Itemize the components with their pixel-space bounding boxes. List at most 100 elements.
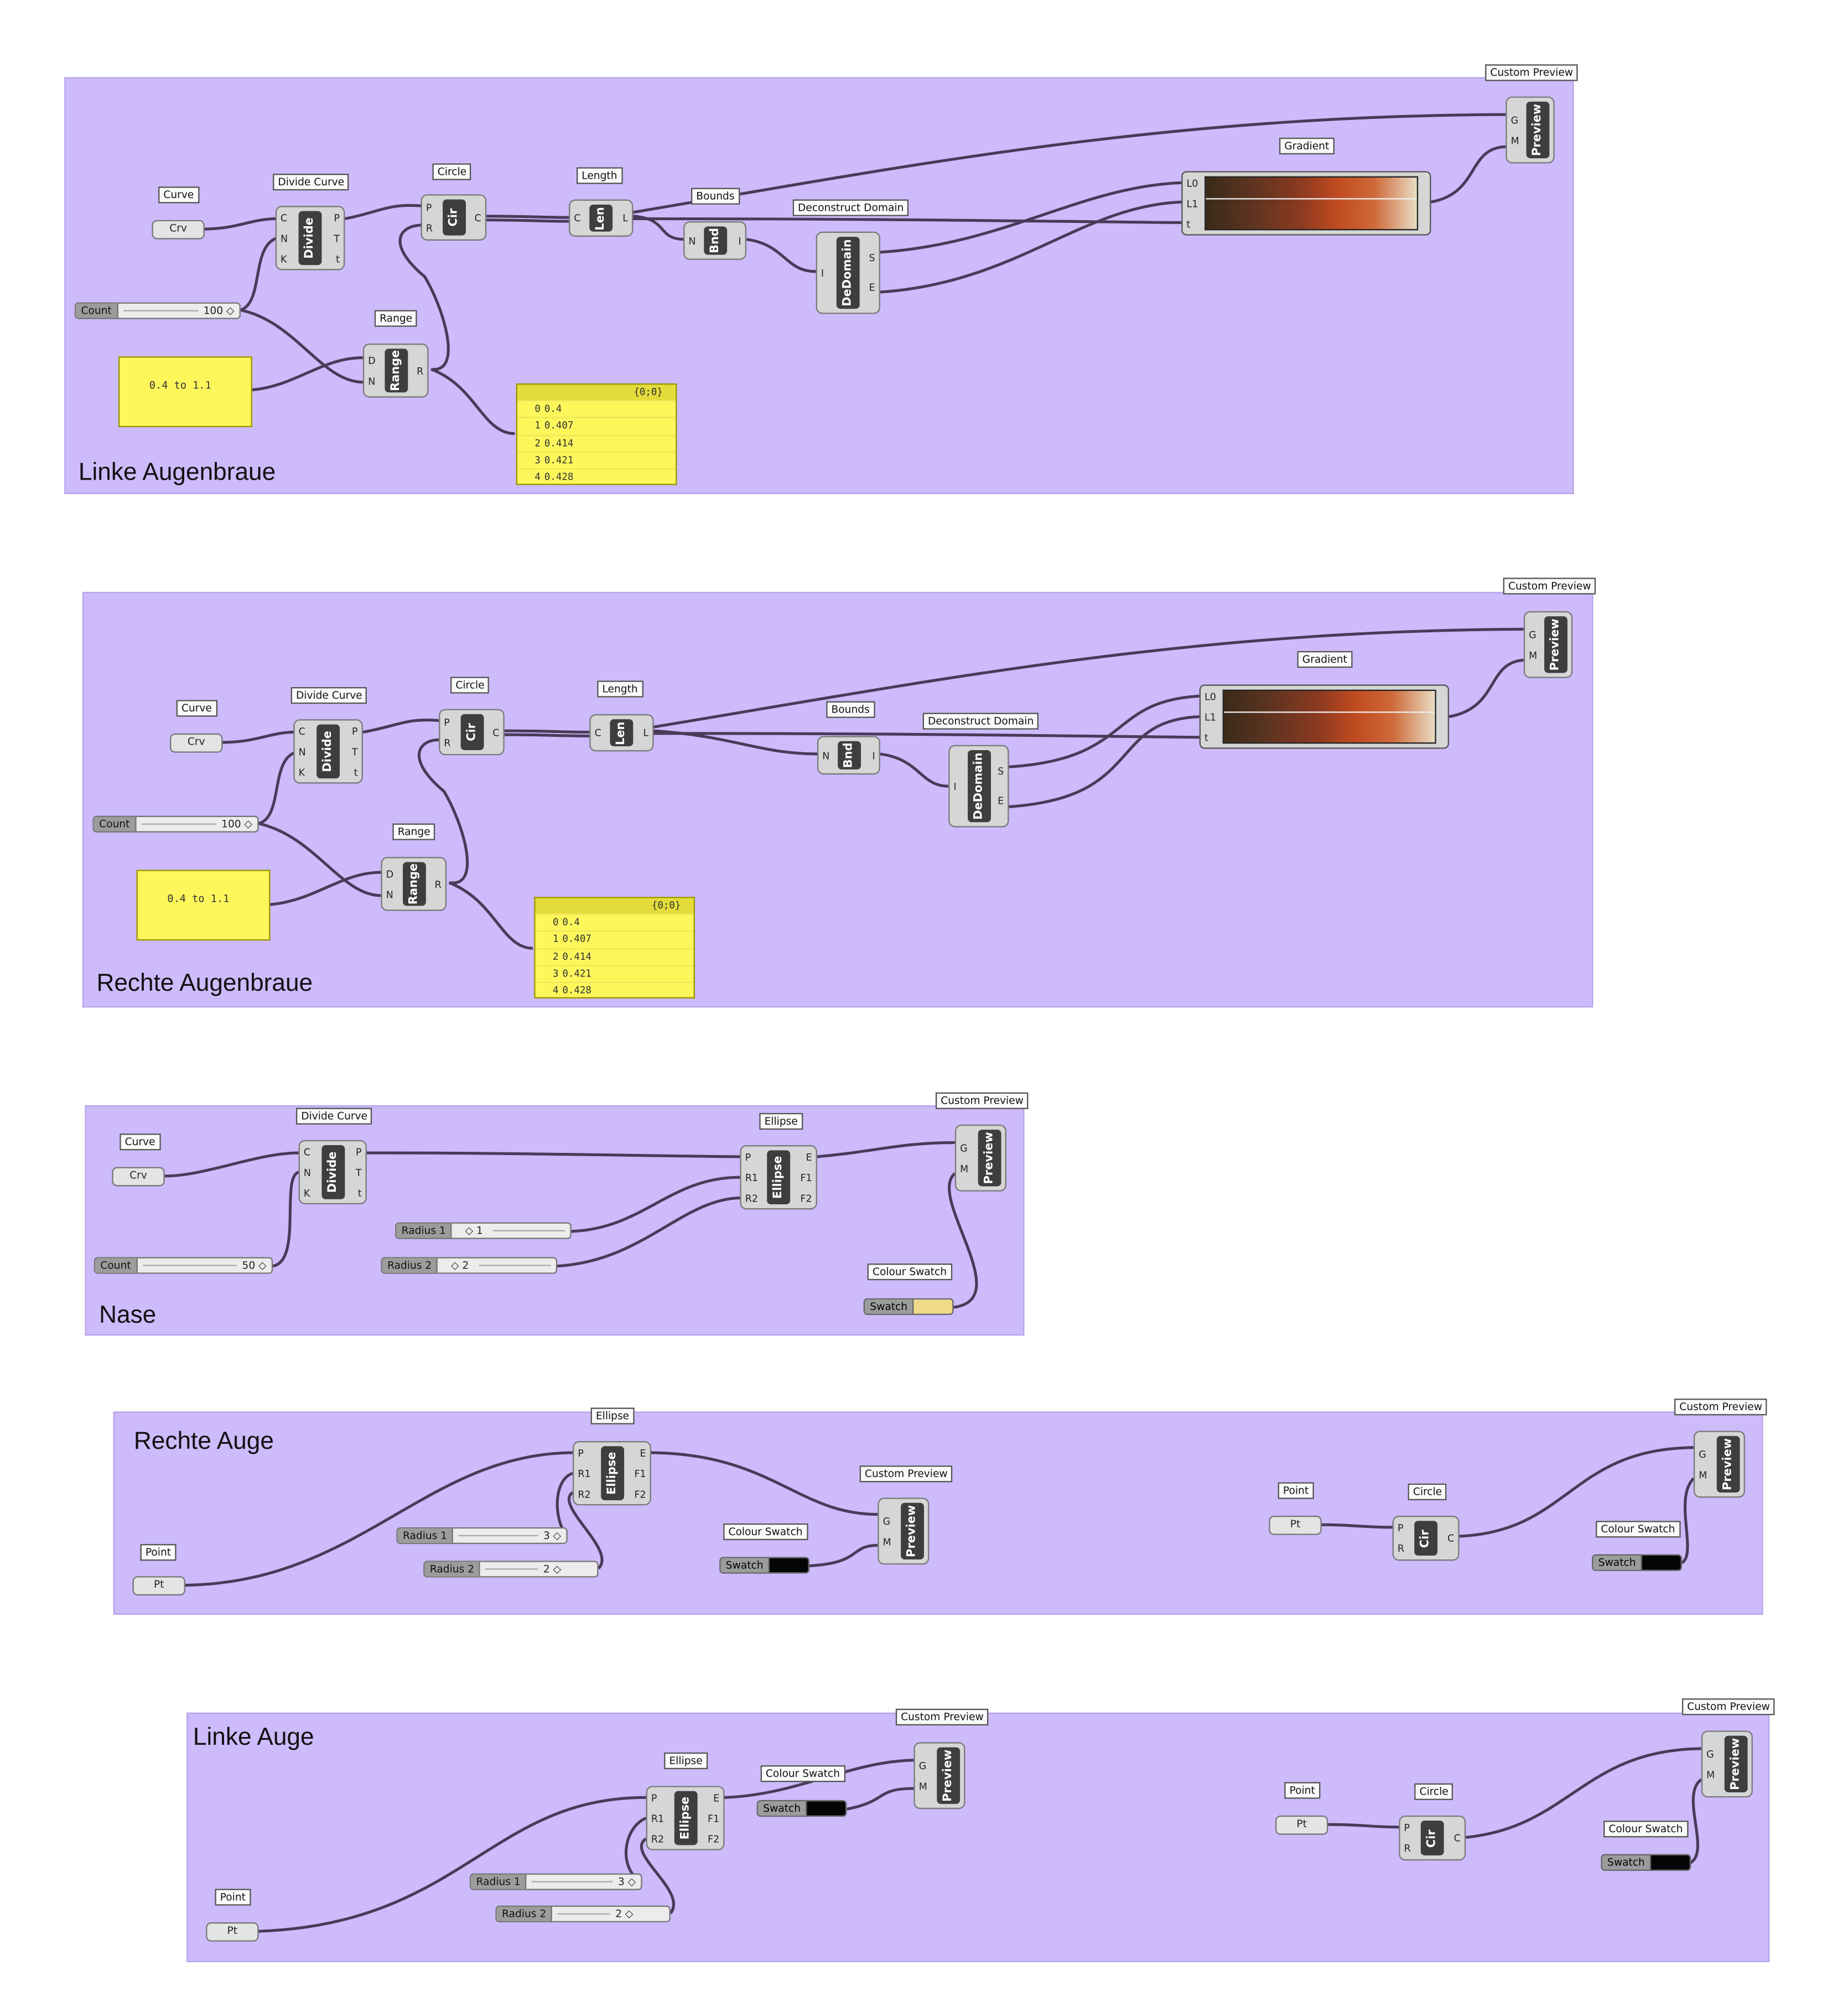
- port-m[interactable]: M: [883, 1535, 891, 1547]
- port-l0[interactable]: L0: [1205, 690, 1216, 702]
- port-m[interactable]: M: [918, 1780, 927, 1792]
- port-m[interactable]: M: [1706, 1768, 1715, 1780]
- range-panel[interactable]: 0.4 to 1.1: [118, 356, 252, 428]
- port-r[interactable]: R: [444, 736, 451, 748]
- port-t[interactable]: t: [336, 253, 340, 264]
- bounds-component[interactable]: N Bnd I: [817, 736, 880, 775]
- port-g[interactable]: G: [1706, 1748, 1714, 1760]
- port-e[interactable]: E: [713, 1791, 720, 1803]
- group-rechte-auge[interactable]: Rechte Auge: [113, 1411, 1763, 1615]
- port-i[interactable]: I: [953, 780, 957, 792]
- length-component[interactable]: C Len L: [569, 199, 634, 237]
- port-e[interactable]: E: [640, 1447, 646, 1459]
- port-f1[interactable]: F1: [708, 1812, 720, 1824]
- port-n[interactable]: N: [281, 232, 288, 244]
- port-r[interactable]: R: [434, 878, 442, 890]
- port-t[interactable]: t: [357, 1187, 362, 1199]
- point-param[interactable]: Pt: [206, 1922, 259, 1942]
- port-r1[interactable]: R1: [651, 1812, 665, 1824]
- port-g[interactable]: G: [918, 1759, 927, 1771]
- port-k[interactable]: K: [303, 1187, 310, 1199]
- curve-param[interactable]: Crv: [170, 733, 223, 753]
- port-c[interactable]: C: [303, 1146, 311, 1158]
- port-p[interactable]: P: [444, 716, 450, 728]
- bounds-component[interactable]: N Bnd I: [683, 221, 747, 260]
- port-f1[interactable]: F1: [634, 1467, 646, 1479]
- port-e[interactable]: E: [869, 282, 875, 294]
- port-t[interactable]: t: [1186, 218, 1191, 230]
- port-n[interactable]: N: [386, 888, 393, 900]
- group-linke-auge[interactable]: Linke Auge: [186, 1712, 1770, 1962]
- port-l1[interactable]: L1: [1205, 711, 1216, 722]
- port-d[interactable]: D: [368, 354, 376, 366]
- gradient-bar[interactable]: [1205, 176, 1419, 231]
- colour-swatch[interactable]: Swatch: [1592, 1554, 1682, 1571]
- point-param[interactable]: Pt: [132, 1576, 185, 1596]
- point-param[interactable]: Pt: [1275, 1815, 1328, 1835]
- colour-swatch[interactable]: Swatch: [756, 1800, 847, 1817]
- port-f1[interactable]: F1: [800, 1171, 812, 1183]
- port-e[interactable]: E: [998, 795, 1004, 807]
- port-r2[interactable]: R2: [651, 1833, 665, 1845]
- port-t-tangent[interactable]: T: [334, 232, 340, 244]
- port-c[interactable]: C: [492, 726, 500, 738]
- port-c[interactable]: C: [298, 725, 305, 737]
- port-i[interactable]: I: [821, 267, 824, 279]
- port-l[interactable]: L: [643, 727, 649, 739]
- port-c[interactable]: C: [1454, 1832, 1461, 1844]
- curve-param[interactable]: Crv: [152, 220, 205, 240]
- port-c[interactable]: C: [594, 727, 601, 739]
- port-l0[interactable]: L0: [1186, 176, 1198, 189]
- port-c[interactable]: C: [1447, 1532, 1455, 1545]
- port-g[interactable]: G: [883, 1515, 891, 1527]
- port-r1[interactable]: R1: [578, 1467, 591, 1479]
- port-t-tangent[interactable]: T: [351, 745, 358, 757]
- colour-swatch[interactable]: Swatch: [863, 1298, 954, 1316]
- colour-swatch[interactable]: Swatch: [719, 1557, 809, 1574]
- port-t-tangent[interactable]: T: [355, 1166, 362, 1178]
- port-g[interactable]: G: [1699, 1448, 1706, 1460]
- port-k[interactable]: K: [298, 766, 305, 778]
- radius2-slider[interactable]: Radius 2◇ 2: [381, 1257, 558, 1274]
- port-p[interactable]: P: [352, 725, 358, 737]
- port-r2[interactable]: R2: [578, 1488, 591, 1500]
- port-n[interactable]: N: [822, 749, 830, 761]
- port-p[interactable]: P: [356, 1146, 362, 1158]
- port-r1[interactable]: R1: [745, 1171, 758, 1183]
- port-l1[interactable]: L1: [1186, 197, 1198, 209]
- port-c[interactable]: C: [474, 211, 481, 223]
- port-l[interactable]: L: [622, 212, 629, 224]
- port-r[interactable]: R: [1397, 1542, 1405, 1554]
- port-k[interactable]: K: [281, 253, 287, 264]
- port-p[interactable]: P: [745, 1151, 751, 1163]
- port-m[interactable]: M: [1529, 649, 1538, 661]
- port-p[interactable]: P: [1397, 1522, 1404, 1534]
- port-t[interactable]: t: [354, 766, 358, 778]
- port-r2[interactable]: R2: [745, 1192, 758, 1204]
- swatch-color-black[interactable]: [1642, 1556, 1681, 1570]
- port-d[interactable]: D: [386, 867, 394, 880]
- port-f2[interactable]: F2: [634, 1488, 646, 1500]
- swatch-color-yellow[interactable]: [913, 1299, 953, 1314]
- port-n[interactable]: N: [298, 745, 306, 757]
